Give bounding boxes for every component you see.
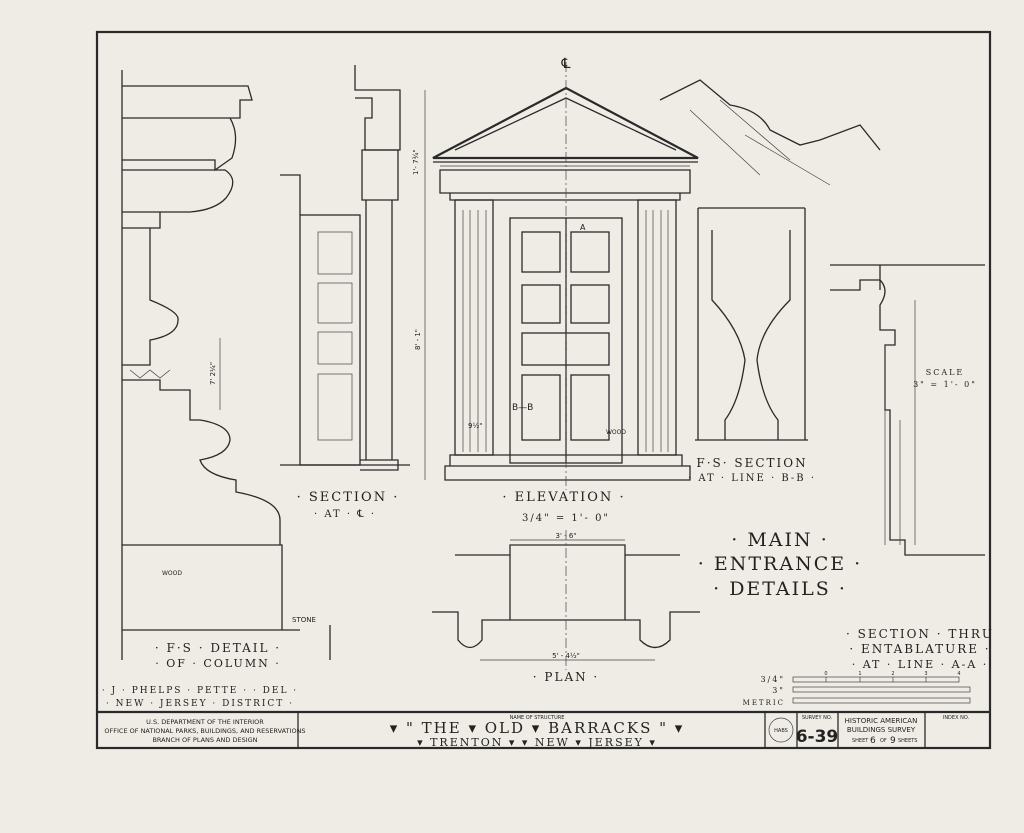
title-block: U.S. DEPARTMENT OF THE INTERIOR OFFICE O… — [104, 712, 970, 749]
fs-section-drawing — [695, 207, 808, 441]
agency-line-3: BRANCH OF PLANS AND DESIGN — [152, 736, 257, 744]
scale-row-label: 3/4" — [760, 675, 785, 684]
graphic-scale: 3/4" 3" METRIC 0 1 2 3 4 — [743, 671, 971, 707]
dim-plan-top: 3' - 6" — [555, 532, 576, 540]
main-title-line-3: · DETAILS · — [713, 578, 847, 600]
dim-column: 7' 2¼" — [209, 362, 217, 385]
elevation-scale: 3/4" = 1'- 0" — [522, 513, 610, 524]
name-of-structure-label: NAME OF STRUCTURE — [510, 715, 565, 721]
section-at-cl-drawing — [280, 65, 426, 480]
plan-title: · PLAN · — [533, 670, 599, 684]
sheets-label: SHEETS — [898, 738, 917, 744]
wood-label-column: WOOD — [162, 570, 182, 577]
scale-tick: 4 — [957, 671, 960, 677]
sheet-total: 9 — [890, 736, 896, 746]
section-cl-title: · SECTION · — [297, 490, 400, 505]
scale-tick: 2 — [891, 671, 894, 677]
main-title-line-2: · ENTRANCE · — [698, 553, 862, 575]
of-label: OF — [880, 738, 887, 744]
centerline-mark: ℄ — [561, 56, 571, 72]
scale-label: SCALE — [926, 368, 965, 377]
structure-name: ▾ " THE ▾ OLD ▾ BARRACKS " ▾ — [390, 719, 685, 737]
wood-label-elevation: WOOD — [606, 429, 626, 436]
entablature-section-drawing — [830, 264, 985, 556]
index-no-label: INDEX NO. — [943, 715, 970, 721]
scale-row-label: 3" — [772, 686, 785, 695]
structure-location: ▾ TRENTON ▾ ▾ NEW ▾ JERSEY ▾ — [417, 736, 657, 749]
dim-height: 8' - 1" — [414, 329, 422, 350]
column-detail-drawing — [121, 70, 331, 660]
plan-drawing — [432, 530, 700, 670]
fs-detail-subtitle: · OF · COLUMN · — [155, 657, 280, 670]
habs-seal-text: HABS — [774, 728, 788, 734]
sheet-label: SHEET — [852, 738, 869, 744]
survey-number: 6-39 — [796, 727, 839, 747]
fs-section-title: F·S· SECTION — [696, 456, 807, 470]
main-title-line-1: · MAIN · — [731, 529, 828, 551]
entablature-title-1: · SECTION · THRU — [846, 627, 994, 641]
fs-section-subtitle: · AT · LINE · B-B · — [688, 473, 816, 484]
elevation-drawing — [432, 62, 699, 490]
scale-tick: 1 — [858, 671, 861, 677]
credit-district: · NEW · JERSEY · DISTRICT · — [106, 699, 294, 709]
line-a-label: A — [580, 223, 586, 232]
survey-no-label: SURVEY NO. — [802, 715, 833, 721]
scale-tick: 0 — [824, 671, 827, 677]
agency-line-2: OFFICE OF NATIONAL PARKS, BUILDINGS, AND… — [104, 727, 305, 735]
dim-pediment: 1'- 7¾" — [412, 149, 420, 175]
entablature-profile-top — [659, 79, 881, 186]
elevation-title: · ELEVATION · — [502, 490, 625, 505]
scale-row-label: METRIC — [743, 699, 785, 707]
fs-detail-title: · F·S · DETAIL · — [155, 641, 281, 655]
stone-label: STONE — [292, 616, 316, 624]
dim-plan-bottom: 5' - 4½" — [552, 652, 580, 660]
scale-tick: 3 — [924, 671, 927, 677]
scale-value: 3" = 1'- 0" — [913, 380, 977, 389]
habs-seal — [768, 717, 794, 743]
entablature-title-3: · AT · LINE · A-A · — [852, 658, 989, 671]
entablature-title-2: · ENTABLATURE · — [849, 642, 990, 656]
section-cl-subtitle: · AT · ℄ · — [314, 509, 376, 520]
sheet-number: 6 — [870, 736, 876, 746]
dim-base: 9½" — [468, 422, 482, 430]
sheet-border — [95, 30, 992, 750]
credit-delineator: · J · PHELPS · PETTE · · DEL · — [102, 686, 298, 696]
habs-line-1: HISTORIC AMERICAN — [845, 717, 918, 725]
habs-line-2: BUILDINGS SURVEY — [847, 726, 916, 734]
agency-line-1: U.S. DEPARTMENT OF THE INTERIOR — [146, 718, 264, 726]
line-b-label: B—B — [512, 403, 533, 413]
